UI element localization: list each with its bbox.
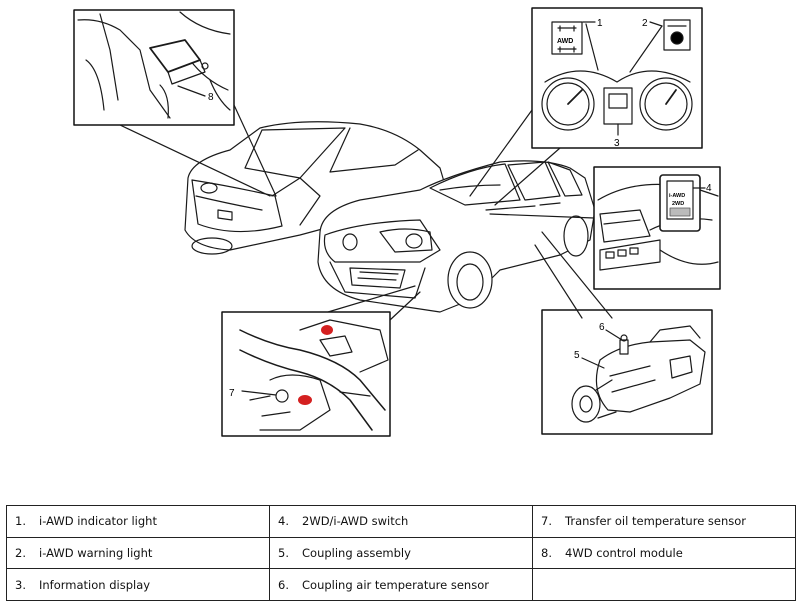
component-legend-table: 1.i-AWD indicator light 4.2WD/i-AWD swit… [6, 505, 796, 601]
legend-row: 1.i-AWD indicator light 4.2WD/i-AWD swit… [6, 505, 796, 538]
inset-switch-pointer [489, 213, 595, 219]
legend-cell-empty [532, 568, 796, 601]
legend-cell: 2.i-AWD warning light [6, 536, 270, 570]
left-gauge [541, 77, 595, 131]
callout-7: 7 [229, 388, 235, 399]
inset-switch-panel: i-AWD 2WD [593, 166, 721, 290]
front-car-illustration [317, 160, 596, 313]
legend-cell: 6.Coupling air temperature sensor [269, 568, 533, 601]
switch-top-label: i-AWD [669, 193, 685, 199]
inset-instrument-cluster: AWD [531, 7, 703, 149]
legend-cell: 5.Coupling assembly [269, 536, 533, 570]
switch-bottom-label: 2WD [672, 201, 684, 207]
awd-switch-button [666, 180, 694, 220]
legend-cell: 4.2WD/i-AWD switch [269, 505, 533, 538]
legend-row: 2.i-AWD warning light 5.Coupling assembl… [6, 536, 796, 570]
legend-cell: 1.i-AWD indicator light [6, 505, 270, 538]
callout-2: 2 [642, 18, 648, 29]
leader-6 [605, 329, 623, 341]
sensor-highlight-lower [298, 395, 312, 405]
inset-8-pointer [119, 104, 277, 197]
rear-car-illustration [184, 121, 446, 255]
inset-cluster-pointer [469, 109, 561, 206]
leader-5 [581, 357, 605, 369]
callout-8: 8 [208, 92, 214, 103]
legend-cell: 8.4WD control module [532, 536, 796, 570]
legend-cell: 7.Transfer oil temperature sensor [532, 505, 796, 538]
inset-transfer-sensor [221, 311, 391, 437]
callout-4: 4 [706, 183, 712, 194]
callout-1: 1 [597, 18, 603, 29]
switch-housing [659, 174, 701, 232]
sensor-highlight-upper [321, 325, 333, 335]
leader-2 [649, 21, 663, 27]
leader-8 [177, 85, 206, 97]
legend-cell: 3.Information display [6, 568, 270, 601]
inset-coupling-pointer [534, 231, 613, 319]
callout-3: 3 [614, 138, 620, 149]
awd-indicator-text: AWD [557, 38, 573, 45]
coupling-flange [571, 385, 601, 423]
awd-warning-icon [663, 19, 691, 51]
awd-indicator-icon [551, 21, 583, 55]
leader-7 [241, 390, 277, 396]
awd-component-location-diagram: 8 AWD 1 2 3 i-AWD [73, 7, 721, 437]
inset-4wd-control-module [73, 9, 235, 126]
inset-transfer-pointer [327, 285, 421, 321]
callout-5: 5 [574, 350, 580, 361]
callout-6: 6 [599, 322, 605, 333]
right-gauge [639, 77, 693, 131]
legend-row: 3.Information display 6.Coupling air tem… [6, 568, 796, 601]
inset-coupling-assembly [541, 309, 713, 435]
